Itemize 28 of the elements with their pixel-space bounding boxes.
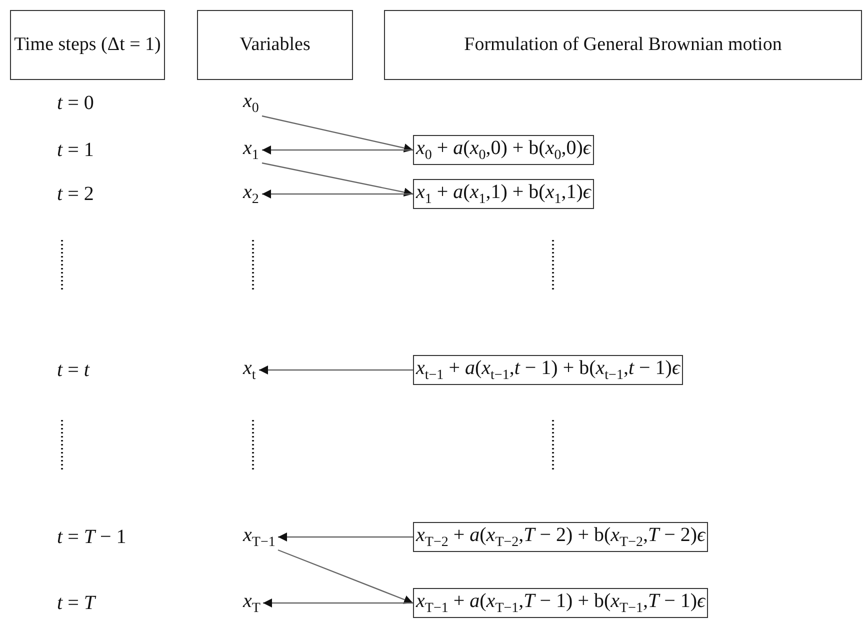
formula-box: x$_{T−1}$ + a(x$_{T−1}$,T − 1) + b(x$_{T−1}$,T − 1)ϵ (413, 588, 708, 618)
variable-label: x$_{T−1}$ (240, 524, 278, 550)
formula-box: x$_{1}$ + a(x$_{1}$,1) + b(x$_{1}$,1)ϵ (413, 179, 594, 210)
column-header-box: Variables (197, 10, 353, 80)
arrow (278, 532, 413, 542)
time-step-label: t = 0 (57, 92, 94, 114)
time-step-label: t = 2 (57, 182, 94, 206)
time-step-label: t = T (57, 592, 95, 614)
arrow (278, 549, 414, 604)
formula-box: x$_{0}$ + a(x$_{0}$,0) + b(x$_{0}$,0)ϵ (413, 135, 594, 166)
variable-label: x$_{t}$ (240, 357, 259, 384)
arrow (262, 115, 414, 152)
time-step-label: t = T − 1 (57, 526, 126, 548)
variable-label: x$_{2}$ (240, 181, 262, 208)
column-header-box: Time steps (Δt = 1) (10, 10, 165, 80)
arrow (259, 366, 413, 374)
variable-label: x$_{1}$ (240, 137, 262, 164)
variable-label: x$_{T}$ (240, 590, 264, 616)
time-step-label: t = t (57, 358, 90, 382)
arrow (262, 190, 413, 198)
variable-label: x$_{0}$ (240, 90, 262, 116)
column-header-box: Formulation of General Brownian motion (384, 10, 862, 80)
time-step-label: t = 1 (57, 138, 94, 162)
arrow (262, 162, 414, 197)
arrow (263, 598, 413, 608)
arrow (262, 146, 413, 154)
formula-box: x$_{t−1}$ + a(x$_{t−1}$,t − 1) + b(x$_{t−1}$,t − 1)ϵ (413, 355, 684, 386)
formula-box: x$_{T−2}$ + a(x$_{T−2}$,T − 2) + b(x$_{T−2}$,T − 2)ϵ (413, 522, 708, 552)
